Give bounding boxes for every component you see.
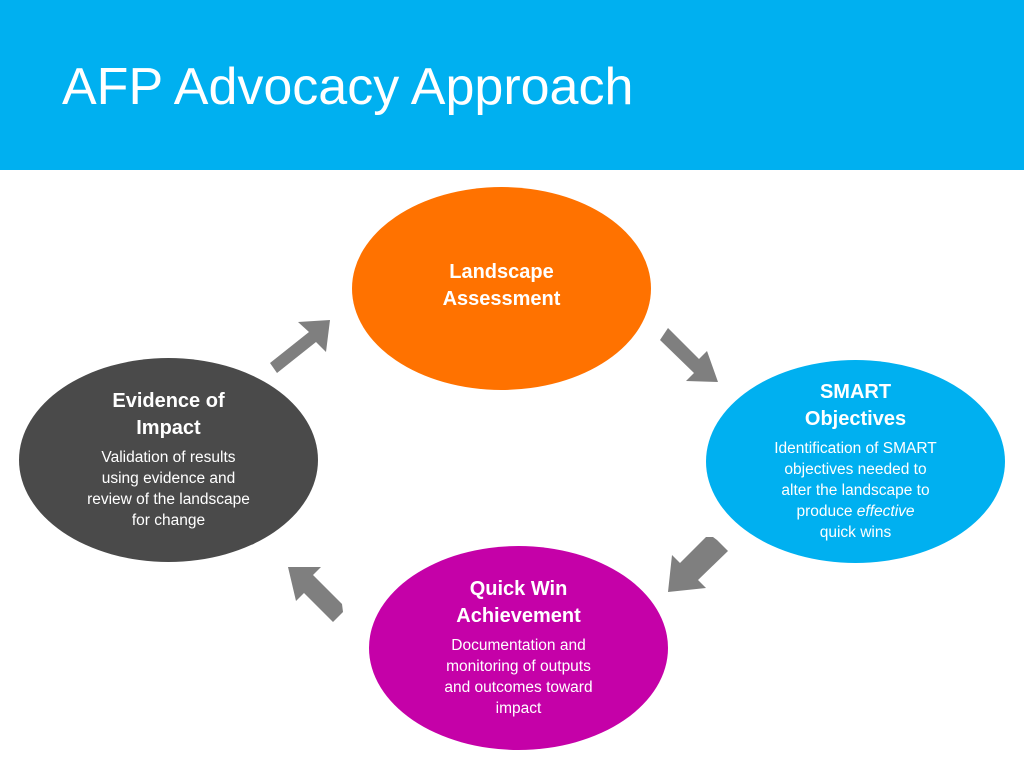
quick-win-achievement-description: Documentation and monitoring of outputs … [444, 637, 593, 717]
arrow-down-right-icon [660, 328, 718, 382]
smart-objectives-title: SMART Objectives [804, 381, 907, 431]
landscape-assessment-title: Landscape Assessment [442, 260, 561, 310]
quick-win-achievement-title: Quick Win Achievement [456, 578, 581, 628]
page-title: AFP Advocacy Approach [62, 58, 634, 116]
quick-win-achievement-node: Quick Win Achievement Documentation and … [369, 546, 668, 750]
arrow-up-right-icon [270, 320, 330, 373]
header-bar: AFP Advocacy Approach [0, 0, 1024, 170]
arrow-up-left-icon [288, 567, 343, 622]
arrow-down-left-icon [668, 537, 728, 592]
smart-objectives-description: Identification of SMART objectives neede… [774, 440, 937, 541]
evidence-of-impact-node: Evidence of Impact Validation of results… [19, 358, 318, 562]
landscape-assessment-node: Landscape Assessment [352, 187, 651, 390]
evidence-of-impact-title: Evidence of Impact [112, 390, 225, 440]
evidence-of-impact-description: Validation of results using evidence and… [87, 449, 250, 529]
smart-objectives-node: SMART Objectives Identification of SMART… [706, 360, 1005, 563]
